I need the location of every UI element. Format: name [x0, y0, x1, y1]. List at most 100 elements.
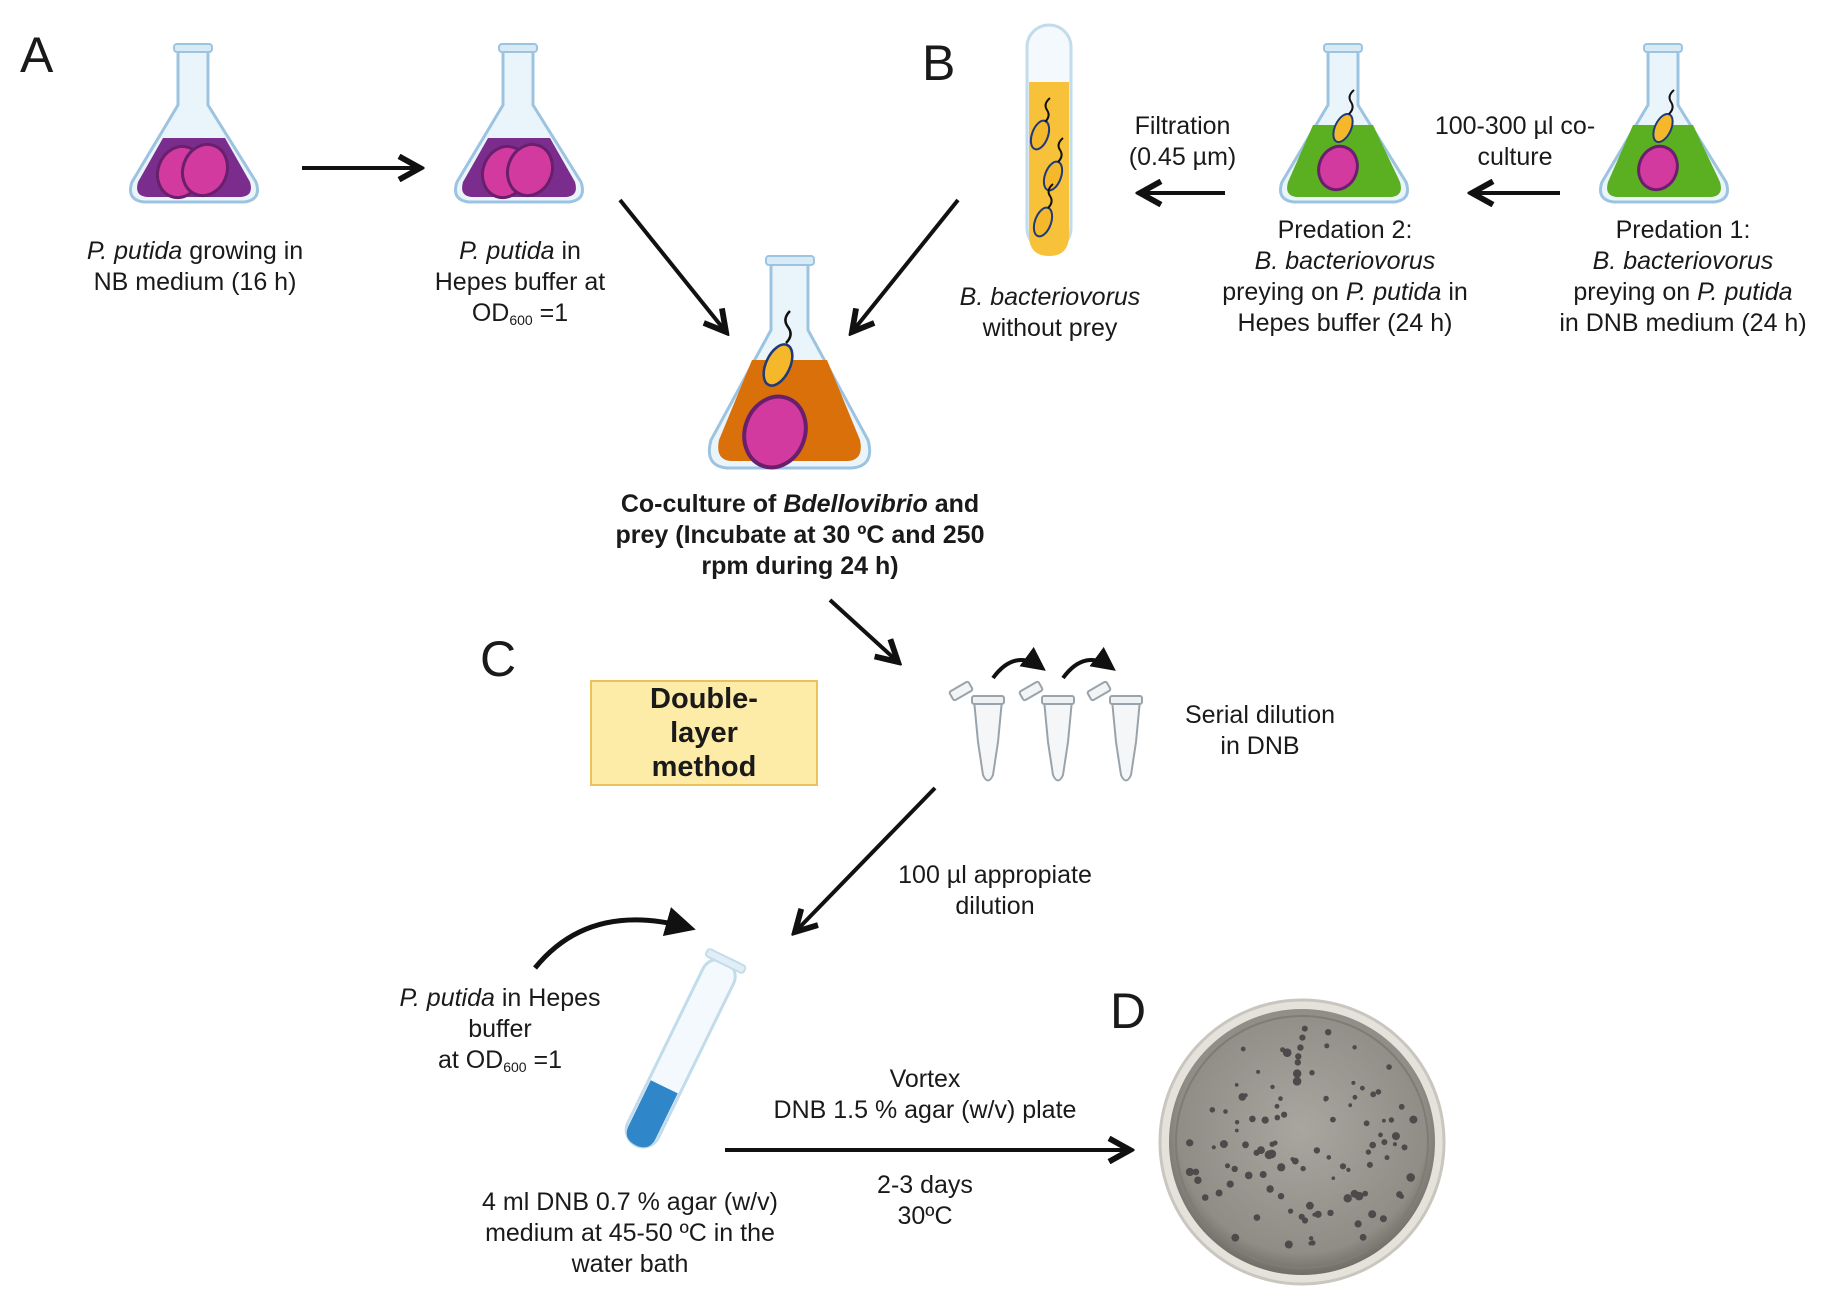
plaque [1256, 1069, 1261, 1074]
label-filtration: Filtration (0.45 µm) [1128, 112, 1237, 171]
plaque [1401, 1144, 1408, 1151]
flask-pputida-hepes [454, 43, 584, 204]
plaque [1277, 1193, 1285, 1200]
plaque [1225, 1163, 1230, 1169]
plaque [1324, 1043, 1330, 1049]
plaque [1325, 1029, 1332, 1036]
plaque [1359, 1233, 1367, 1241]
plaque [1308, 1236, 1314, 1241]
plaque [1398, 1103, 1405, 1110]
plaque [1352, 1094, 1358, 1100]
plaque [1223, 1109, 1228, 1114]
plaque [1386, 1064, 1392, 1070]
plaque [1309, 1070, 1315, 1076]
arrow-to-soft-agar [795, 786, 937, 932]
plaque [1211, 1145, 1216, 1150]
plaque [1270, 1084, 1275, 1090]
plaque [1378, 1132, 1383, 1138]
plaque [1360, 1085, 1365, 1091]
plaque [1300, 1165, 1306, 1172]
plaque [1331, 1176, 1336, 1180]
plaque [1259, 1171, 1267, 1178]
tube-soft-agar [624, 948, 747, 1149]
flask-predation-2 [1279, 43, 1409, 204]
plaque [1231, 1233, 1240, 1242]
plaque [1339, 1163, 1347, 1170]
plaque [1281, 1111, 1288, 1118]
plaque [1384, 1155, 1390, 1161]
plaque [1368, 1210, 1377, 1219]
plaque [1209, 1107, 1216, 1113]
label-soft-agar: 4 ml DNB 0.7 % agar (w/v) medium at 45-5… [482, 1188, 778, 1278]
flask-coculture [707, 255, 872, 470]
plaque [1366, 1161, 1373, 1168]
plaque [1234, 1128, 1239, 1133]
plaque [1242, 1141, 1249, 1149]
plaque [1201, 1194, 1209, 1201]
plaque [1310, 1240, 1316, 1246]
label-transfer-coculture: 100-300 µl co- culture [1434, 112, 1596, 171]
plaque [1295, 1053, 1302, 1060]
panel-label-b: B [922, 35, 956, 91]
plaque [1219, 1140, 1228, 1149]
plaque [1234, 1083, 1239, 1087]
arrow-to-dilution [828, 598, 898, 662]
serial-dilution-tubes [948, 646, 1143, 782]
label-pputida-buffer: P. putida in Hepes buffer at OD600 =1 [399, 984, 601, 1075]
label-coculture: Co-culture of Bdellovibrio and prey (Inc… [615, 490, 985, 580]
label-predation-2: Predation 2: B. bacteriovorus preying on… [1222, 216, 1468, 337]
plaque [1369, 1141, 1376, 1149]
plaque [1379, 1215, 1387, 1223]
plaque [1267, 1149, 1277, 1159]
plaque [1234, 1120, 1240, 1125]
plaque [1266, 1185, 1274, 1193]
plaque [1381, 1139, 1388, 1146]
plaque [1354, 1220, 1362, 1228]
plaque [1294, 1059, 1302, 1066]
plaque [1298, 1213, 1305, 1220]
plaque [1297, 1044, 1304, 1051]
plaque [1243, 1093, 1248, 1098]
plaque [1365, 1149, 1372, 1155]
plaque [1343, 1194, 1352, 1203]
label-vortex-plate: Vortex DNB 1.5 % agar (w/v) plate [773, 1065, 1077, 1124]
label-pputida-hepes: P. putida in Hepes buffer at OD600 =1 [434, 237, 606, 328]
tube-bdellovibrio-filtrate [1025, 23, 1073, 256]
flask-pputida-nb [129, 43, 259, 204]
plaque [1269, 1141, 1275, 1147]
plaque [1327, 1209, 1334, 1217]
plaque [1274, 1103, 1280, 1109]
plaque [1326, 1155, 1332, 1160]
plaque [1194, 1176, 1202, 1184]
panel-label-c: C [480, 631, 517, 687]
plaque [1382, 1118, 1386, 1123]
flask-predation-1 [1599, 43, 1729, 204]
label-serial-dilution: Serial dilution in DNB [1184, 701, 1336, 760]
plaque [1409, 1115, 1418, 1124]
plaque [1346, 1167, 1351, 1172]
label-predation-1: Predation 1: B. bacteriovorus preying on… [1559, 216, 1807, 337]
plaque [1351, 1080, 1356, 1085]
plaque [1192, 1168, 1200, 1176]
plaque [1306, 1201, 1314, 1210]
plaque [1186, 1139, 1194, 1147]
plaque [1323, 1095, 1329, 1102]
plaque [1253, 1214, 1261, 1221]
plaque [1370, 1091, 1377, 1098]
plaque [1292, 1077, 1302, 1086]
plaque [1406, 1173, 1415, 1182]
plaque [1312, 1212, 1317, 1217]
plaque [1330, 1116, 1336, 1123]
plaque [1395, 1134, 1400, 1139]
plaque [1261, 1116, 1269, 1124]
plaque [1274, 1114, 1281, 1121]
plaque [1277, 1163, 1286, 1172]
panel-label-a: A [20, 27, 54, 83]
plaque [1352, 1045, 1357, 1050]
plaque [1363, 1120, 1370, 1127]
plaque [1293, 1069, 1302, 1078]
plaque [1240, 1046, 1246, 1052]
arrow-predator-to-coculture [852, 198, 960, 332]
label-incubation: 2-3 days 30ºC [877, 1171, 973, 1230]
